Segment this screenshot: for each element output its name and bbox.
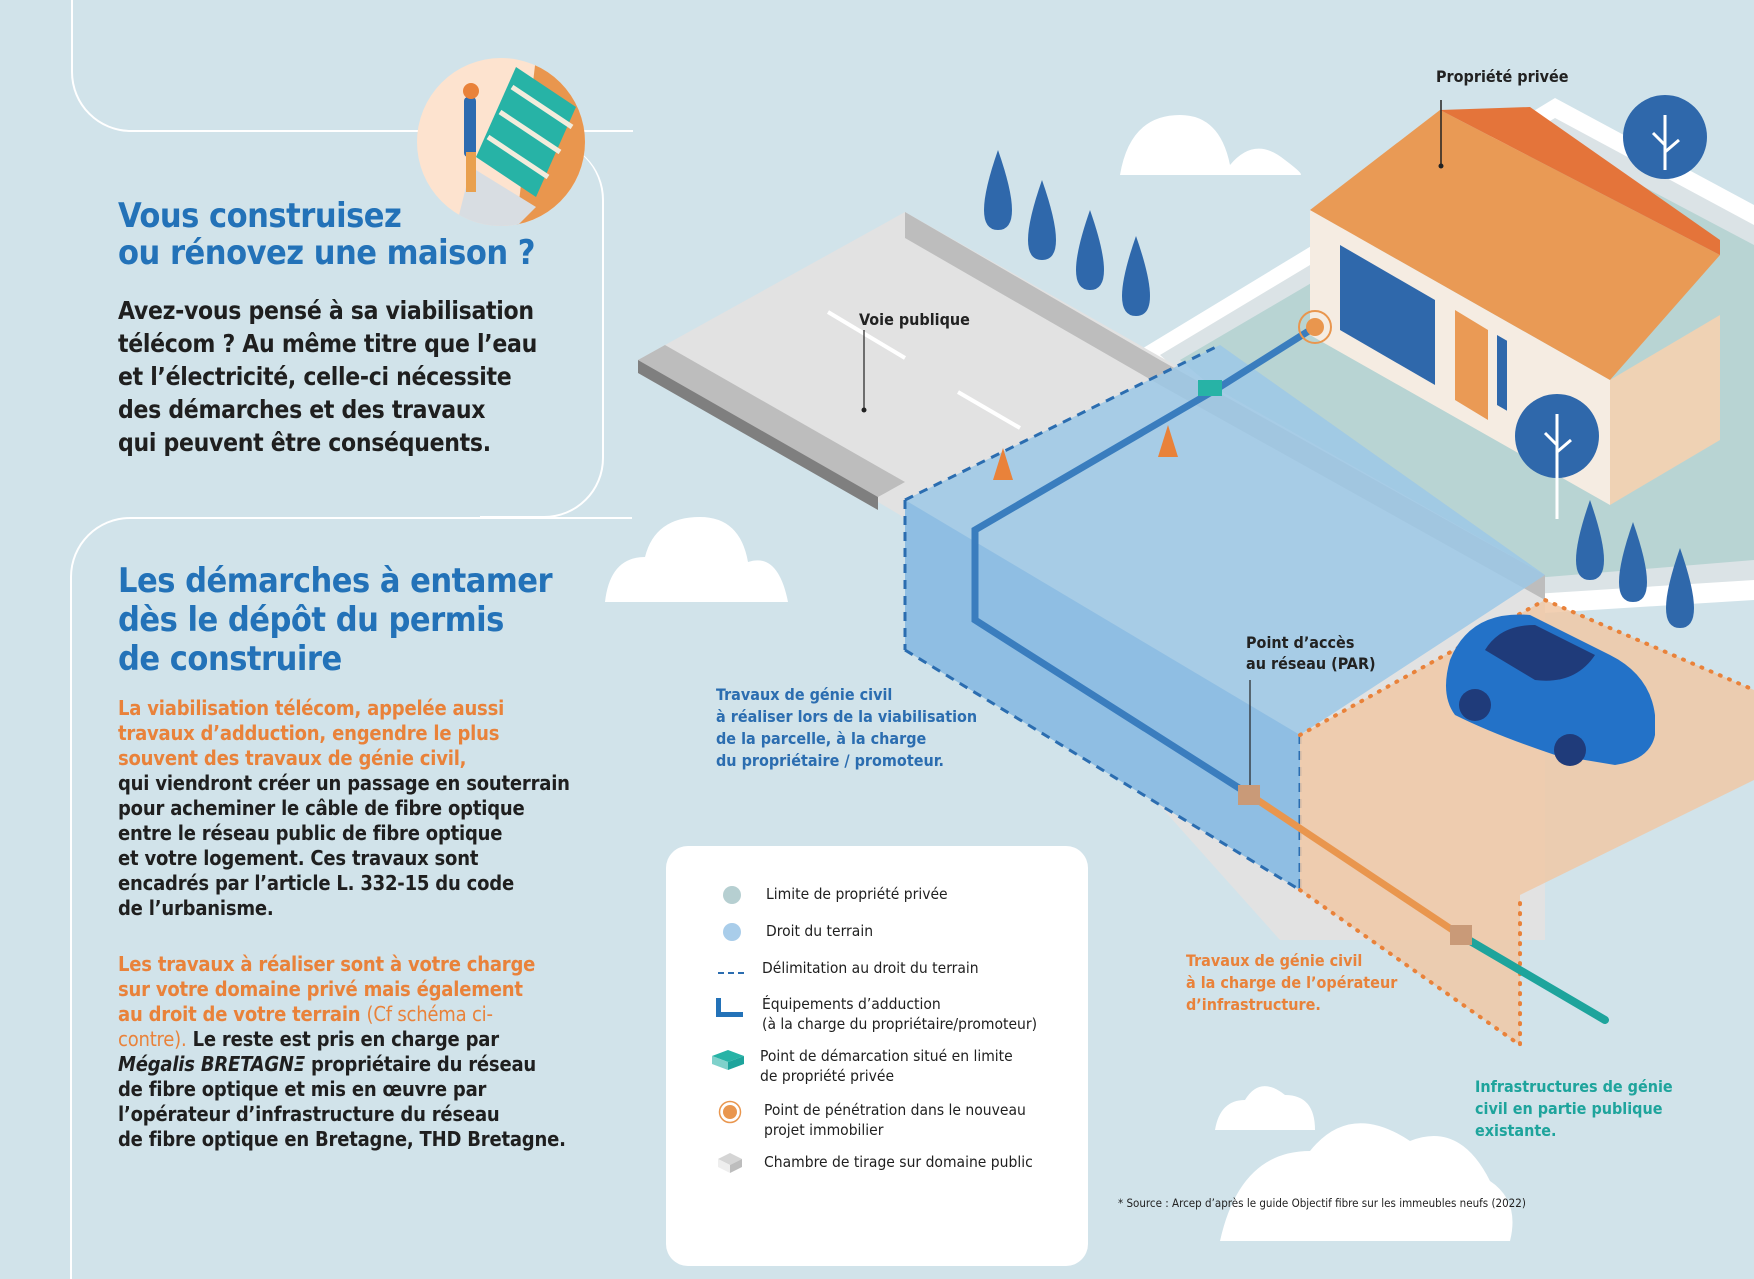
legend-panel: Limite de propriété privée Droit du terr… (666, 846, 1088, 1266)
grey-box-icon (718, 1152, 744, 1178)
legend-label: Délimitation au droit du terrain (762, 959, 979, 977)
para-line: entre le réseau public de fibre optique (118, 821, 503, 845)
intro-title-line: Vous construisez (118, 196, 402, 236)
intro-title: Vous construisez ou rénovez une maison ? (118, 198, 578, 272)
public-infra-annotation: Infrastructures de génie civil en partie… (1475, 1076, 1673, 1142)
intro-lead-line: et l’électricité, celle-ci nécessite (118, 362, 512, 391)
para-line: Les travaux à réaliser sont à votre char… (118, 952, 536, 976)
para-line: qui viendront créer un passage en souter… (118, 771, 570, 795)
annotation-line: Infrastructures de génie (1475, 1077, 1673, 1096)
annotation-line: de la parcelle, à la charge (716, 729, 927, 748)
para-line: encadrés par l’article L. 332-15 du code (118, 871, 514, 895)
legend-label: Équipements d’adduction (à la charge du … (762, 994, 1037, 1034)
brand-name: Mégalis BRETAGNΞ (118, 1052, 305, 1076)
l-shape-adduction-icon (716, 998, 743, 1017)
intro-title-line: ou rénovez une maison ? (118, 233, 536, 273)
para-line: au droit de votre terrain (118, 1002, 361, 1026)
steps-paragraph-2: Les travaux à réaliser sont à votre char… (118, 952, 638, 1152)
para-line: de l’urbanisme. (118, 896, 274, 920)
annotation-line: du propriétaire / promoteur. (716, 751, 944, 770)
private-property-label: Propriété privée (1436, 67, 1569, 86)
para-line: l’opérateur d’infrastructure du réseau (118, 1102, 500, 1126)
schema-reference: contre). (118, 1027, 187, 1051)
legend-label-line: (à la charge du propriétaire/promoteur) (762, 1015, 1038, 1033)
steps-paragraph-1: La viabilisation télécom, appelée aussi … (118, 696, 618, 921)
intro-lead-line: qui peuvent être conséquents. (118, 428, 491, 457)
steps-title: Les démarches à entamer dès le dépôt du … (118, 562, 598, 679)
public-road-label: Voie publique (859, 310, 970, 329)
para-line: La viabilisation télécom, appelée aussi (118, 696, 505, 720)
para-line: de fibre optique en Bretagne, THD Bretag… (118, 1127, 566, 1151)
legend-label: Chambre de tirage sur domaine public (764, 1153, 1033, 1171)
annotation-line: à la charge de l’opérateur (1186, 973, 1398, 992)
intro-lead-line: des démarches et des travaux (118, 395, 486, 424)
par-label-line: Point d’accès (1246, 633, 1355, 652)
penetration-point-icon (1306, 318, 1324, 336)
owner-works-annotation: Travaux de génie civil à réaliser lors d… (716, 684, 977, 772)
traffic-cone-icon (993, 425, 1178, 480)
orange-target-icon (718, 1100, 744, 1126)
steps-title-line: dès le dépôt du permis (118, 600, 504, 640)
worker-illustration (416, 57, 586, 227)
legend-label-line: Point de démarcation situé en limite (760, 1047, 1013, 1065)
legend-label-line: Équipements d’adduction (762, 995, 941, 1013)
adduction-cable (971, 324, 1317, 798)
legend-label: Point de pénétration dans le nouveau pro… (764, 1100, 1026, 1140)
teal-box-icon (712, 1048, 744, 1074)
house-illustration (1310, 107, 1720, 505)
para-line: pour acheminer le câble de fibre optique (118, 796, 525, 820)
steps-title-line: de construire (118, 639, 342, 679)
para-line: et votre logement. Ces travaux sont (118, 846, 479, 870)
demarcation-point-icon (1198, 380, 1222, 396)
legend-label-line: projet immobilier (764, 1121, 884, 1139)
dashed-line-icon (718, 972, 744, 974)
par-label: Point d’accès au réseau (PAR) (1246, 632, 1376, 674)
par-box-icon (1238, 785, 1260, 805)
annotation-line: d’infrastructure. (1186, 995, 1321, 1014)
para-line: travaux d’adduction, engendre le plus (118, 721, 500, 745)
light-blue-dot-icon (723, 923, 741, 941)
grey-green-dot-icon (723, 886, 741, 904)
annotation-line: à réaliser lors de la viabilisation (716, 707, 978, 726)
operator-works-annotation: Travaux de génie civil à la charge de l’… (1186, 950, 1397, 1016)
steps-title-line: Les démarches à entamer (118, 561, 553, 601)
legend-label: Droit du terrain (766, 922, 874, 940)
annotation-line: Travaux de génie civil (1186, 951, 1363, 970)
legend-label: Point de démarcation situé en limite de … (760, 1046, 1013, 1086)
annotation-line: civil en partie publique (1475, 1099, 1663, 1118)
intro-lead-line: télécom ? Au même titre que l’eau (118, 329, 537, 358)
legend-label-line: de propriété privée (760, 1067, 895, 1085)
par-label-line: au réseau (PAR) (1246, 654, 1376, 673)
para-line: sur votre domaine privé mais également (118, 977, 523, 1001)
annotation-line: Travaux de génie civil (716, 685, 893, 704)
top-frame-outline (71, 0, 633, 132)
para-line: Le reste est pris en charge par (192, 1027, 499, 1051)
legend-label-line: Point de pénétration dans le nouveau (764, 1101, 1026, 1119)
annotation-line: existante. (1475, 1121, 1557, 1140)
schema-reference: (Cf schéma ci- (366, 1002, 493, 1026)
para-line: de fibre optique et mis en œuvre par (118, 1077, 487, 1101)
isometric-diagram (600, 0, 1754, 1241)
intro-lead-line: Avez-vous pensé à sa viabilisation (118, 296, 534, 325)
car-illustration (1446, 614, 1655, 766)
legend-label: Limite de propriété privée (766, 885, 948, 903)
source-note: * Source : Arcep d’après le guide Object… (1118, 1196, 1526, 1210)
steps-frame-outline (70, 517, 632, 1279)
cloud-icon (605, 115, 1513, 1241)
para-line: propriétaire du réseau (311, 1052, 537, 1076)
intro-lead: Avez-vous pensé à sa viabilisation téléc… (118, 294, 598, 459)
para-line: souvent des travaux de génie civil, (118, 746, 467, 770)
